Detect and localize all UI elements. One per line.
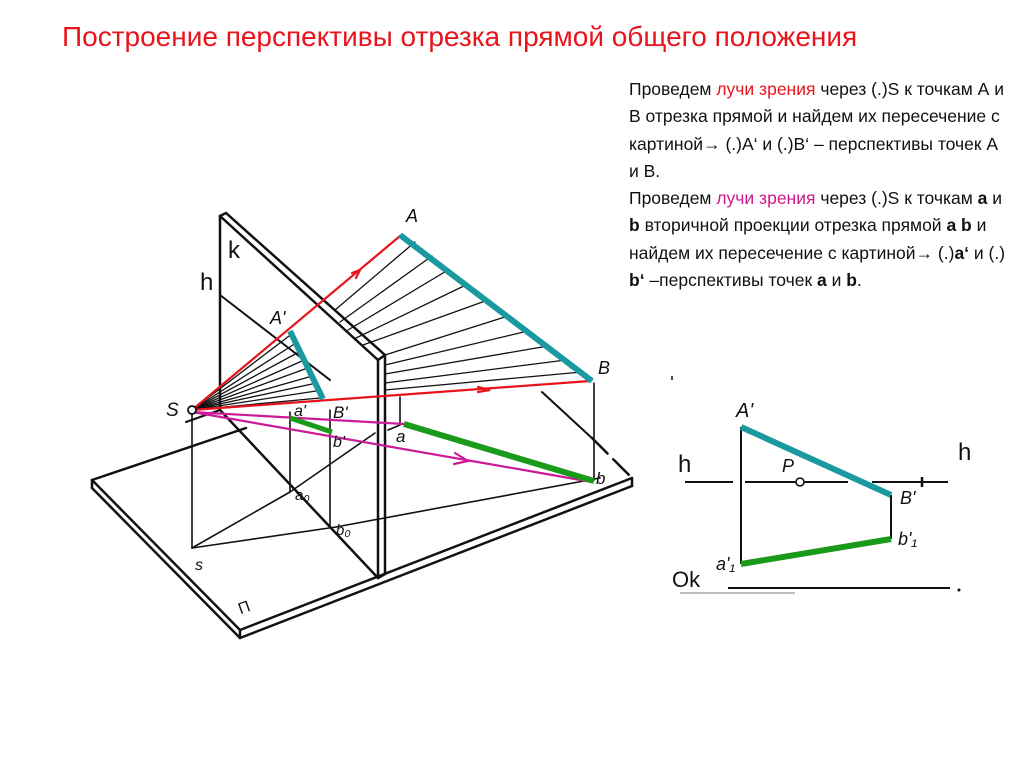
label-B-prime: B' — [333, 403, 348, 422]
label-a-prime: a' — [294, 403, 307, 420]
label-b0: b₀ — [336, 522, 351, 539]
diagram-3d-labels: k h S s A B A' B' a b a' b' a₀ b₀ П — [166, 206, 610, 618]
point-P — [795, 477, 805, 487]
point-S — [187, 405, 197, 415]
label-s: s — [195, 557, 203, 574]
diagram-3d — [90, 211, 634, 640]
label-ground-plane: П — [236, 598, 253, 618]
label-2d-Ok: Ok — [672, 567, 701, 592]
description-paragraph-1: Проведем лучи зрения через (.)S к точкам… — [629, 79, 1004, 181]
diagram-2d — [671, 376, 961, 594]
label-2d-h-right: h — [958, 439, 971, 466]
label-k: k — [228, 237, 241, 264]
highlight-sight-rays-secondary: лучи зрения — [716, 188, 816, 209]
label-2d-B-prime: B' — [900, 488, 916, 508]
description-paragraph-2: Проведем лучи зрения через (.)S к точкам… — [629, 188, 1006, 291]
label-S: S — [166, 400, 179, 421]
highlight-sight-rays: лучи зрения — [716, 79, 816, 99]
label-a: a — [396, 427, 405, 446]
label-b-prime: b' — [333, 434, 346, 451]
label-2d-P: P — [782, 456, 794, 476]
label-A-prime: A' — [269, 308, 286, 328]
diagram-2d-labels: A' P h h B' a'₁ b'₁ Ok — [672, 400, 971, 592]
ground-plane — [90, 426, 634, 640]
label-h: h — [200, 269, 213, 296]
description: Проведем лучи зрения через (.)S к точкам… — [629, 76, 1009, 294]
label-2d-a1-prime: a'₁ — [716, 554, 735, 574]
segment-AB — [287, 232, 594, 401]
label-B: B — [598, 358, 610, 378]
label-2d-h-left: h — [678, 451, 691, 478]
label-b: b — [596, 469, 605, 488]
label-2d-A-prime: A' — [735, 400, 754, 422]
label-A: A — [405, 206, 418, 226]
segment-ab — [289, 415, 595, 484]
page-title: Построение перспективы отрезка прямой об… — [62, 21, 858, 52]
sight-rays-magenta — [190, 410, 594, 484]
sight-rays-red — [190, 234, 592, 412]
ray-fan-hatching — [191, 241, 583, 411]
label-a0: a₀ — [295, 487, 310, 504]
construction-lines — [191, 382, 601, 549]
label-2d-b1-prime: b'₁ — [898, 529, 917, 549]
